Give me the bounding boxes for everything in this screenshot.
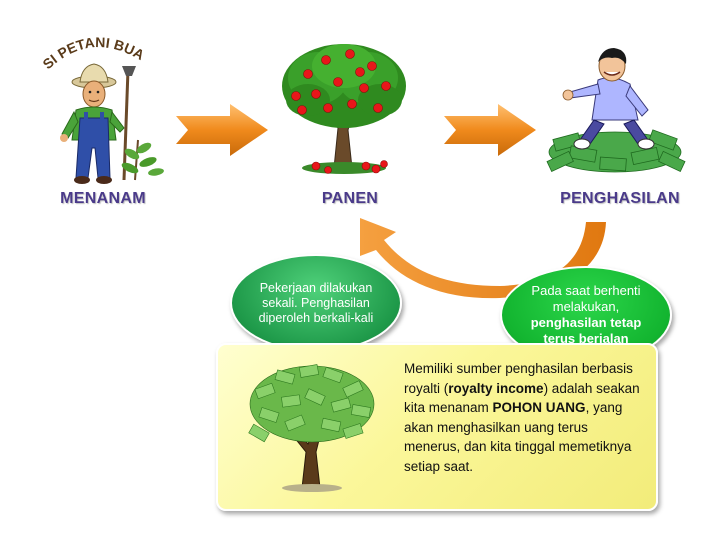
panen-label: PANEN (321, 190, 379, 207)
menanam-label: MENANAM (60, 190, 146, 207)
one-time-work-oval: Pekerjaan dilakukan sekali. Penghasilan … (230, 254, 402, 352)
money-tree-illustration (248, 364, 375, 492)
farmer-illustration: SI PETANI BUAH (40, 30, 164, 184)
passive-income-line2: penghasilan tetap terus berjalan (530, 315, 642, 346)
arrow-right-icon (444, 104, 536, 156)
one-time-work-text: Pekerjaan dilakukan sekali. Penghasilan … (258, 280, 374, 325)
royalty-income-term: royalty income (448, 380, 544, 396)
apple-tree-illustration (282, 44, 406, 174)
arrow-right-icon (176, 104, 268, 156)
pohon-uang-term: POHON UANG (492, 400, 586, 415)
penghasilan-label: PENGHASILAN (560, 190, 680, 207)
passive-income-line1: Pada saat berhenti melakukan, (531, 283, 641, 314)
royalty-description: Memiliki sumber penghasilan berbasis roy… (404, 361, 640, 474)
man-on-money-illustration (546, 48, 686, 173)
